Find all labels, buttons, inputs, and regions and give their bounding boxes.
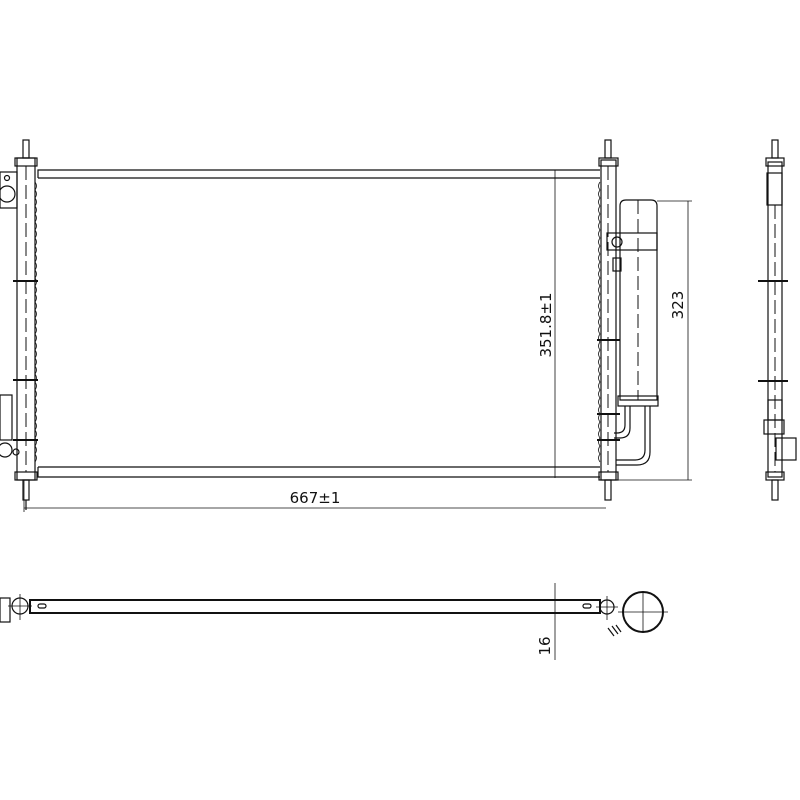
receiver-drier: [606, 199, 659, 466]
dimension-label-width: 667±1: [290, 489, 341, 507]
condenser-core: [34, 169, 601, 478]
dimension-core-height: 351.8±1: [537, 170, 556, 478]
dimension-label-thickness: 16: [536, 636, 554, 655]
dimension-thickness: 16: [536, 583, 556, 660]
dimension-width: 667±1: [23, 480, 606, 512]
dimension-drier-height: 323: [618, 200, 692, 481]
top-view: 16: [0, 583, 668, 660]
left-header-tank: [0, 139, 38, 510]
dimension-label-drier-height: 323: [669, 291, 687, 320]
dimension-label-core-height: 351.8±1: [537, 292, 555, 357]
right-header-tank: [597, 139, 620, 501]
logo-mark: [607, 624, 622, 637]
side-view: [758, 139, 797, 501]
front-view: 351.8±1 667±1 323: [0, 139, 692, 512]
